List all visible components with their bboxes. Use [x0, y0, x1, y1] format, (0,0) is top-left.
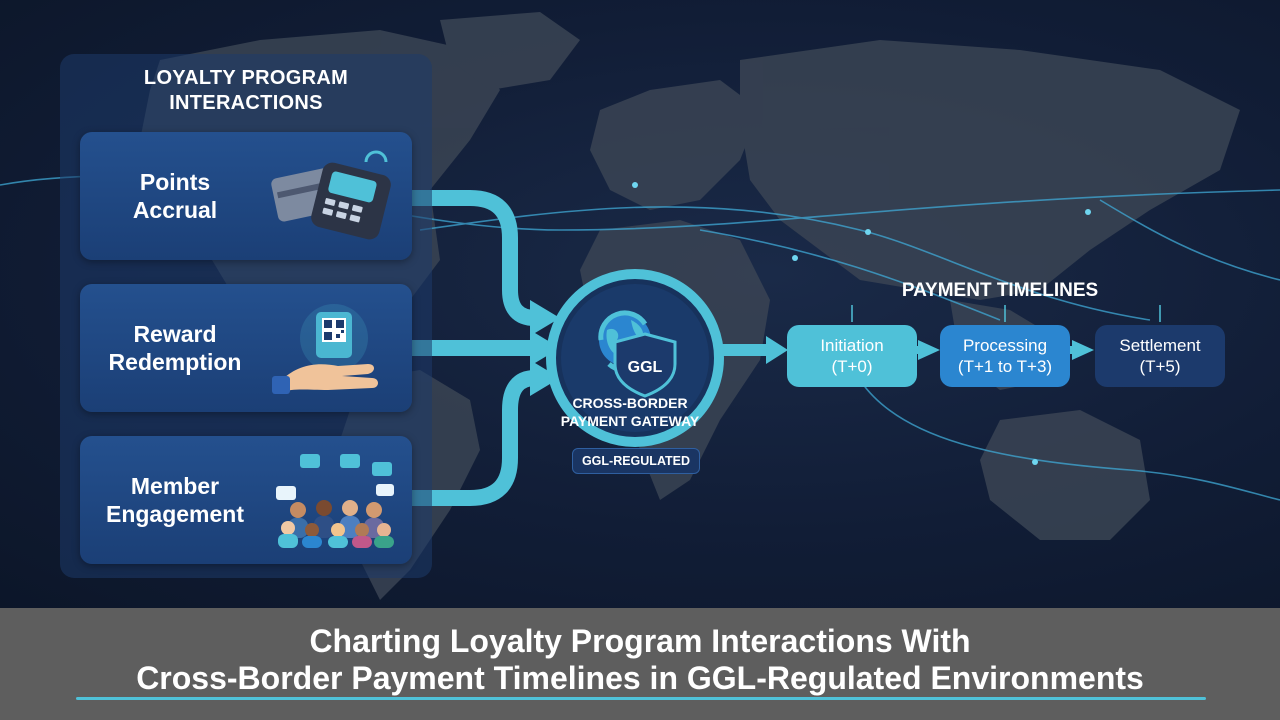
step-label: Processing: [962, 336, 1048, 355]
card-points-accrual: Points Accrual: [80, 132, 412, 260]
timeline-title: PAYMENT TIMELINES: [901, 280, 1099, 301]
payment-terminal-icon: [271, 150, 391, 240]
card-label: Points Accrual: [132, 169, 218, 223]
card-label: Member Engagement: [105, 473, 245, 527]
step-timing: (T+5): [1139, 357, 1181, 376]
card-reward-redemption: Reward Redemption: [80, 284, 412, 412]
arrowhead: [530, 330, 560, 366]
step-label: Initiation: [820, 336, 884, 355]
timeline-step-processing: Processing (T+1 to T+3): [940, 325, 1070, 387]
footer-title-line-1: Charting Loyalty Program Interactions Wi…: [309, 623, 971, 659]
flow-arrows: [412, 190, 1161, 506]
panel-title: LOYALTY PROGRAM INTERACTIONS: [143, 67, 349, 114]
greenland-shape: [440, 12, 580, 90]
diagram-stage: LOYALTY PROGRAM INTERACTIONS Points Accr…: [0, 0, 1280, 608]
qr-code-hand-icon: [272, 304, 378, 394]
flow-arrow-accrual: [412, 190, 536, 326]
europe-shape: [590, 80, 760, 210]
timeline-arrowhead: [918, 340, 940, 360]
footer-title-bar: [0, 608, 1280, 720]
card-label: Reward Redemption: [108, 321, 242, 375]
network-node: [1032, 459, 1038, 465]
network-route-line: [1099, 199, 1280, 281]
arrowhead: [530, 300, 560, 336]
footer-title-line-2: Cross-Border Payment Timelines in GGL-Re…: [136, 660, 1144, 696]
network-route-line: [859, 379, 1280, 501]
footer-underline: [76, 697, 1206, 700]
ggl-regulated-badge: GGL-REGULATED: [572, 448, 700, 474]
step-timing: (T+0): [831, 357, 873, 376]
network-node: [1085, 209, 1091, 215]
gateway-caption: CROSS-BORDER PAYMENT GATEWAY: [560, 395, 700, 429]
network-node: [865, 229, 871, 235]
network-node: [632, 182, 638, 188]
step-timing: (T+1 to T+3): [957, 357, 1053, 376]
shield-icon: [613, 332, 677, 398]
step-label: Settlement: [1119, 336, 1201, 355]
arrowhead: [530, 360, 560, 396]
timeline-step-settlement: Settlement (T+5): [1095, 325, 1225, 387]
network-route-line: [699, 229, 1001, 321]
flow-arrow-engagement: [412, 370, 536, 506]
card-member-engagement: Member Engagement: [80, 436, 412, 564]
timeline-step-initiation: Initiation (T+0): [787, 325, 917, 387]
australia-shape: [980, 410, 1150, 540]
network-node: [792, 255, 798, 261]
gateway-hub: GGL: [546, 269, 724, 447]
arrowhead: [766, 336, 788, 364]
community-chat-icon: [276, 454, 394, 548]
asia-shape: [740, 40, 1240, 300]
timeline-arrowhead: [1072, 340, 1094, 360]
gateway-logo-text: GGL: [628, 359, 663, 376]
network-route-line: [419, 206, 1151, 321]
